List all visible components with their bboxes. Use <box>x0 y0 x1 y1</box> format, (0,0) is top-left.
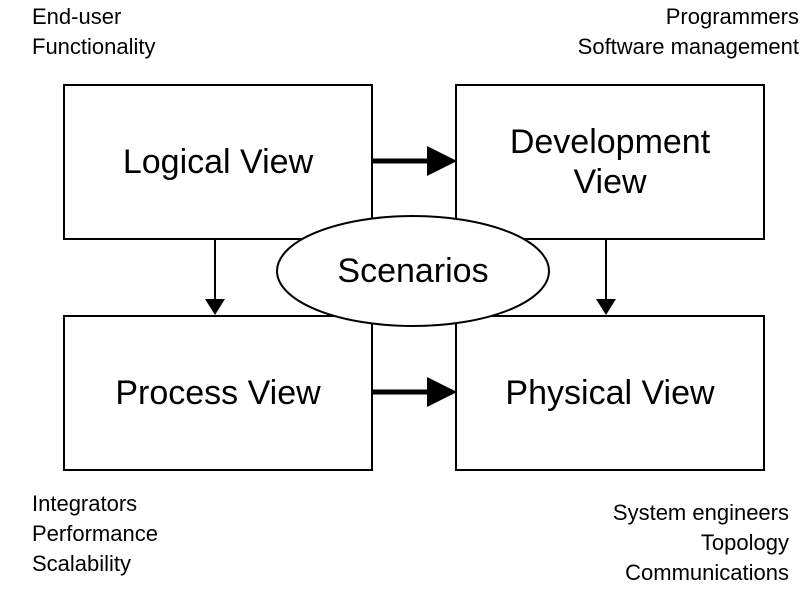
annotation-text: Functionality <box>32 34 156 59</box>
annotation-text: Integrators <box>32 491 138 516</box>
scenarios-ellipse <box>276 215 550 327</box>
annotation-text: System engineers <box>612 500 789 525</box>
development-view-box: Development View <box>455 84 765 240</box>
annotation-text: Performance <box>32 521 158 546</box>
annotation-text: Communications <box>625 560 789 585</box>
annotation-text: Programmers <box>665 4 799 29</box>
annotation-text: Topology <box>700 530 789 555</box>
annotation-text: End-user <box>32 4 122 29</box>
development-view-label-line2: View <box>573 163 647 201</box>
annotation-end-user: End-user Functionality <box>32 2 156 62</box>
process-view-box: Process View <box>63 315 373 471</box>
annotation-text: Scalability <box>32 551 132 576</box>
annotation-text: Software management <box>577 34 799 59</box>
process-view-label: Process View <box>115 374 321 412</box>
annotation-integrators: Integrators Performance Scalability <box>32 489 158 579</box>
annotation-system-engineers: System engineers Topology Communications <box>613 498 789 588</box>
physical-view-label: Physical View <box>505 374 715 412</box>
scenarios-label: Scenarios <box>337 252 489 290</box>
logical-view-label: Logical View <box>122 143 314 181</box>
logical-view-box: Logical View <box>63 84 373 240</box>
development-view-label: Development View <box>510 122 710 202</box>
development-view-label-line1: Development <box>509 123 711 161</box>
annotation-programmers: Programmers Software management <box>578 2 799 62</box>
physical-view-box: Physical View <box>455 315 765 471</box>
